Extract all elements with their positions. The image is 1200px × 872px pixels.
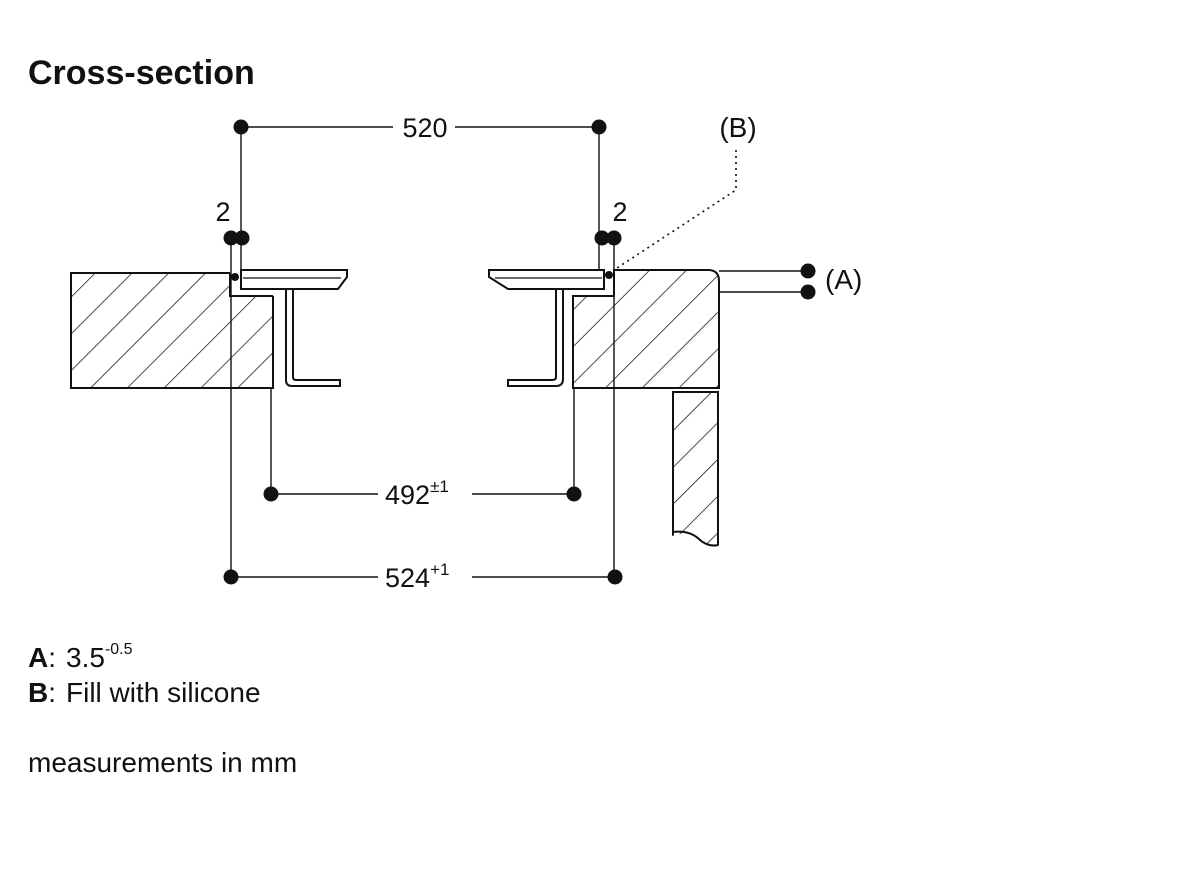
gap-right-label: 2	[612, 197, 627, 227]
dimension-520-label: 520	[402, 113, 447, 143]
legend: A:3.5-0.5 B:Fill with silicone measureme…	[28, 641, 297, 778]
gap-marker-left	[231, 273, 239, 281]
gap-left-label: 2	[215, 197, 230, 227]
callout-a: (A)	[719, 263, 862, 300]
dimension-520: 520	[233, 113, 607, 270]
callout-b-label: (B)	[719, 112, 756, 143]
left-worktop	[70, 272, 274, 389]
right-worktop-section	[572, 269, 720, 389]
gap-marker-right	[605, 271, 613, 279]
dimension-gap-left: 2	[215, 197, 250, 246]
measurement-note: measurements in mm	[28, 747, 297, 778]
left-hob-frame	[240, 269, 348, 387]
dimension-492-label: 492±1	[385, 477, 449, 510]
legend-a: A:3.5-0.5	[28, 641, 133, 673]
dimension-gap-right: 2	[594, 197, 628, 246]
callout-b: (B)	[613, 112, 757, 271]
right-hob-frame	[488, 269, 605, 387]
right-worktop	[572, 269, 720, 560]
page-title: Cross-section	[28, 54, 255, 92]
dimension-524: 524+1	[223, 238, 623, 593]
legend-b: B:Fill with silicone	[28, 677, 261, 708]
dimension-492: 492±1	[263, 388, 582, 510]
cabinet-side-panel	[672, 391, 719, 547]
dimension-524-label: 524+1	[385, 560, 449, 593]
callout-a-label: (A)	[825, 264, 862, 295]
